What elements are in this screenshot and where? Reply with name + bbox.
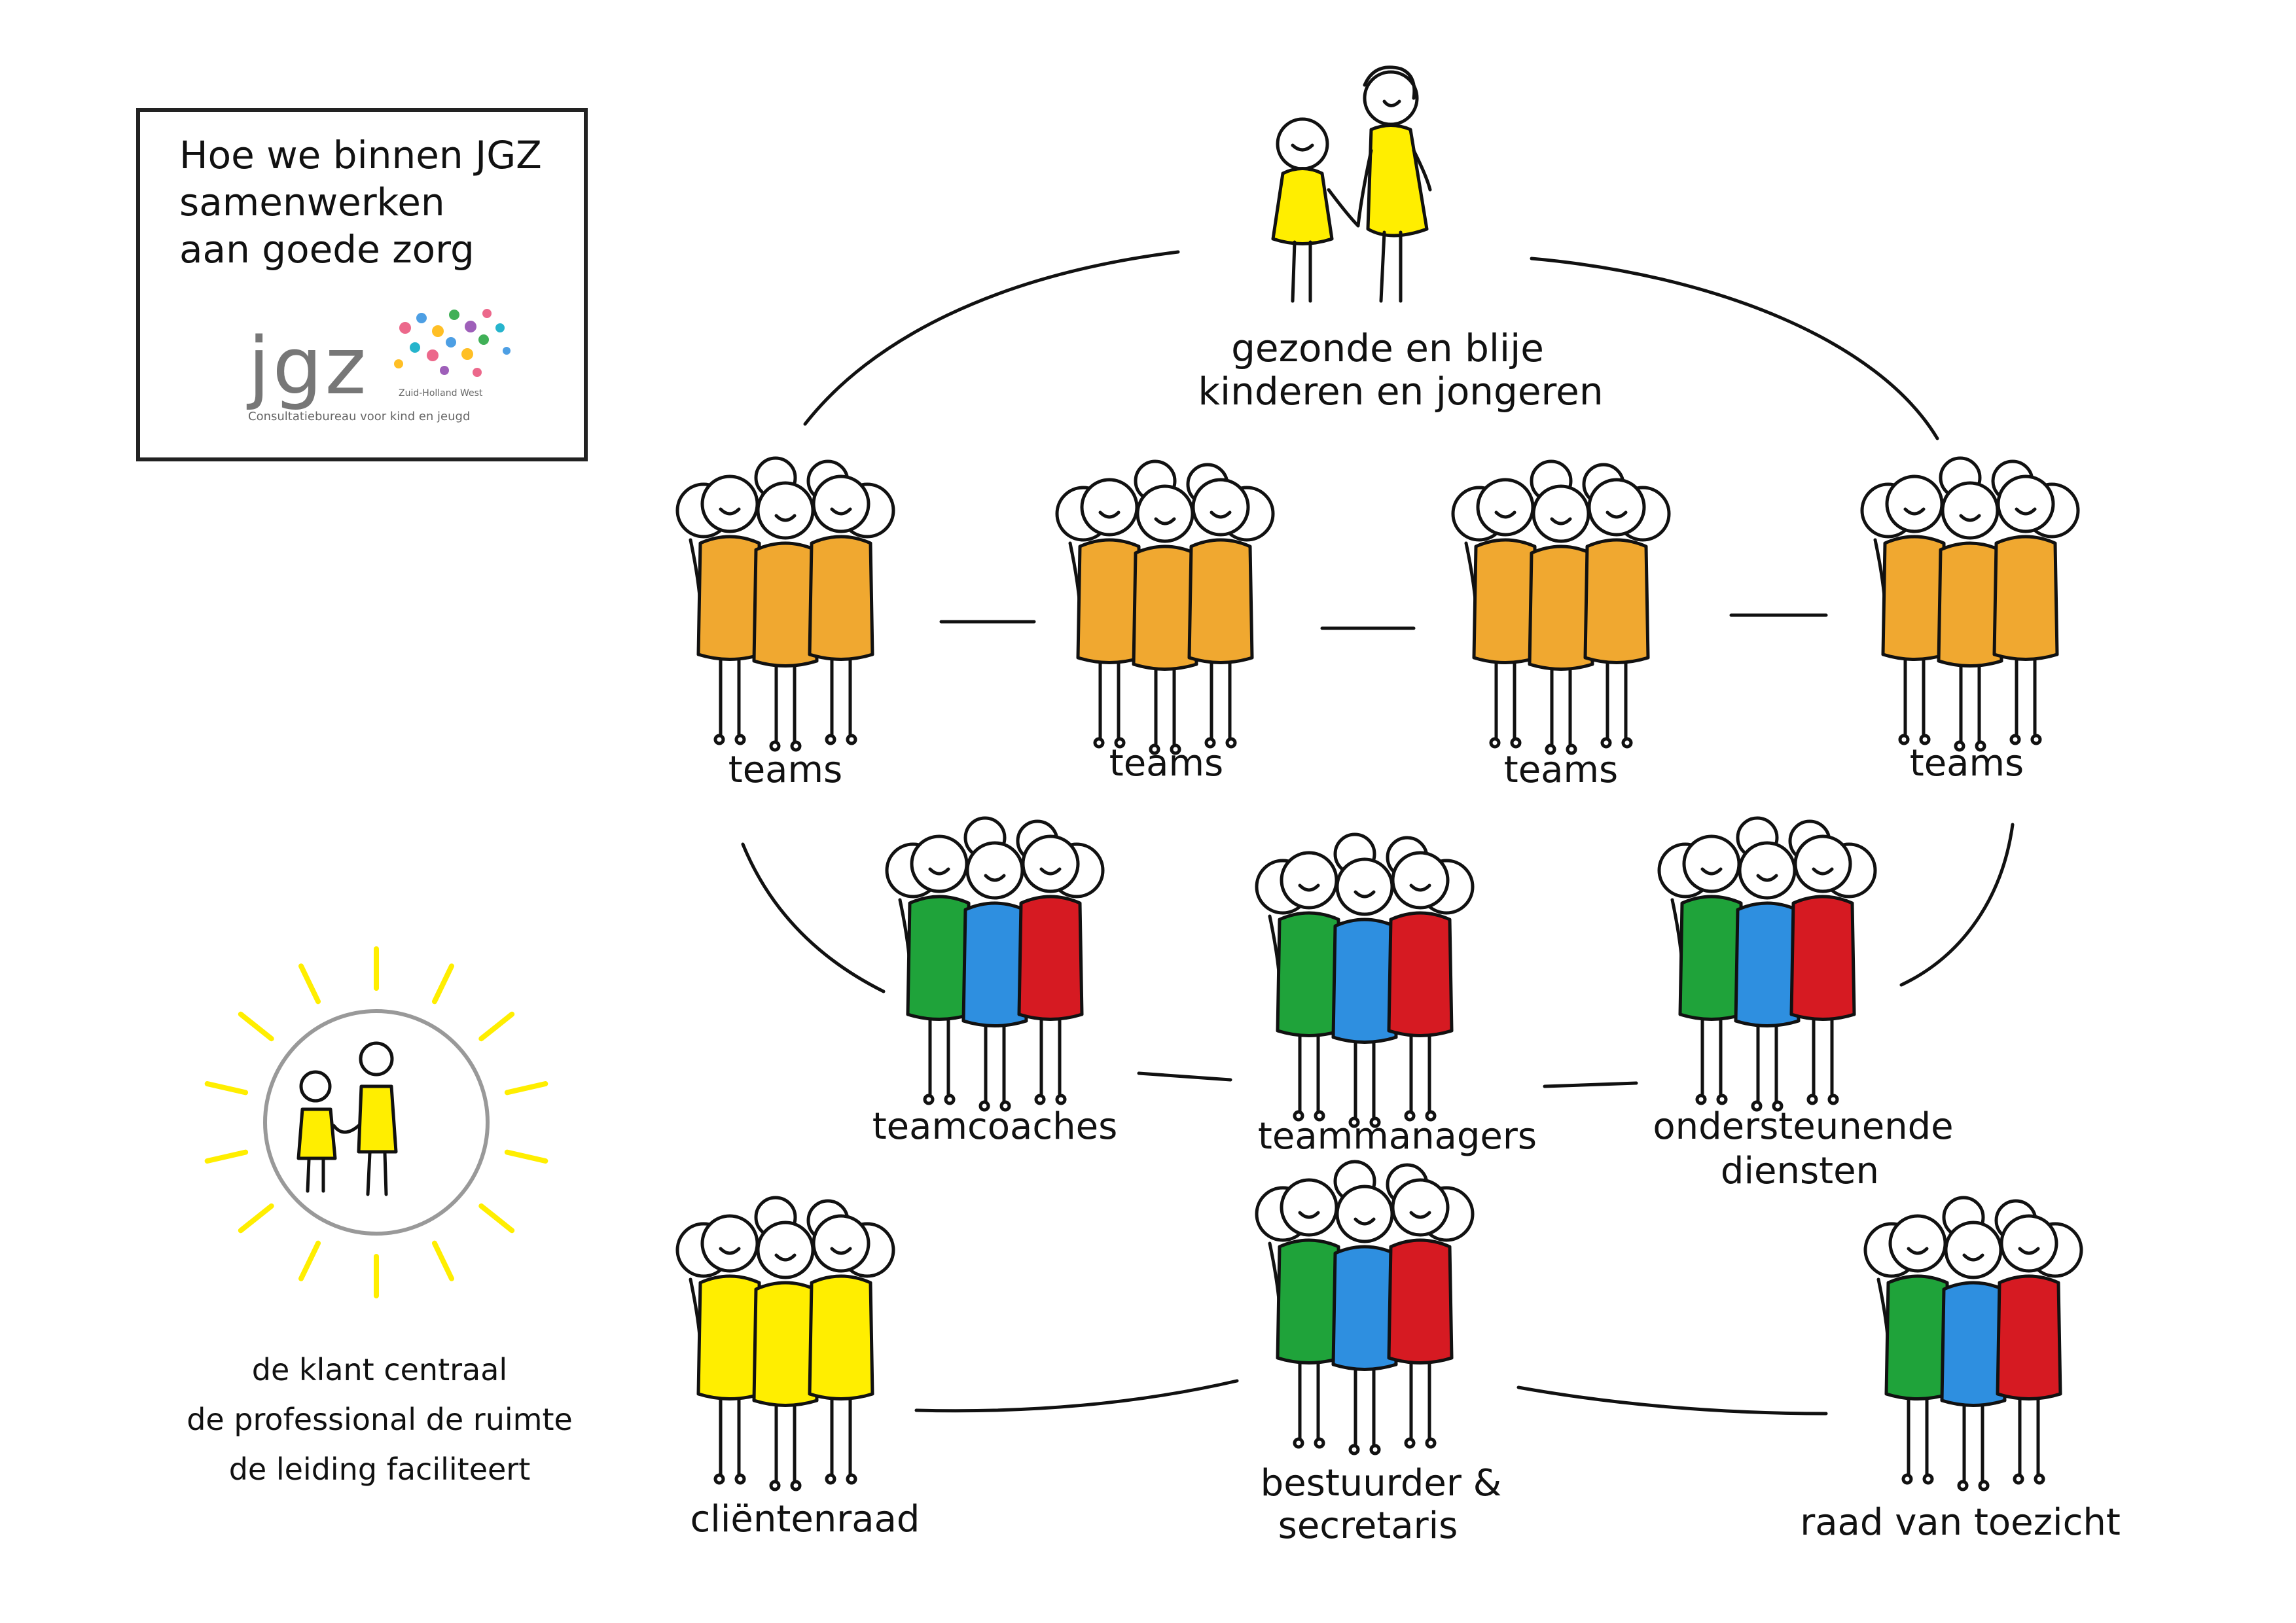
sun-ray	[238, 1203, 274, 1234]
title-line-3: aan goede zorg	[179, 227, 475, 272]
child-and-adult-figure	[1271, 65, 1432, 303]
sun-ray	[431, 1240, 454, 1281]
motto: de klant centraal de professional de rui…	[131, 1345, 628, 1494]
logo-region: Zuid-Holland West	[399, 388, 483, 399]
arc-mid-left	[741, 842, 886, 993]
top-label-line-2: kinderen en jongeren	[1198, 369, 1603, 414]
title-line-2: samenwerken	[179, 180, 445, 224]
label-ondersteunende-2: diensten	[1721, 1150, 1879, 1192]
group-teammanagers	[1255, 832, 1475, 1128]
sun-ray	[478, 1203, 515, 1234]
sun-ray	[204, 1149, 249, 1164]
group-raad	[1863, 1196, 2083, 1491]
group-clientenraad	[675, 1196, 895, 1491]
group-bestuurder	[1255, 1160, 1475, 1455]
sun-ray	[504, 1149, 548, 1164]
page-title: Hoe we binnen JGZ samenwerken aan goede …	[179, 132, 572, 273]
sun-ray	[298, 963, 321, 1005]
group-teams-4	[1860, 456, 2080, 752]
flower-icon	[394, 309, 511, 377]
arc-top-right	[1530, 257, 1939, 440]
sun-ray	[431, 963, 454, 1005]
group-teams-1	[675, 456, 895, 752]
label-raad: raad van toezicht	[1800, 1501, 2121, 1544]
group-teams-2	[1055, 459, 1275, 755]
sun-ray	[478, 1011, 515, 1042]
group-figures	[675, 456, 2083, 1491]
label-teammanagers: teammanagers	[1258, 1115, 1537, 1158]
sun-client-icon	[204, 946, 548, 1298]
jgz-logo: jgz Zuid-Holland West Consultatiebureau …	[248, 302, 536, 439]
label-clientenraad: cliëntenraad	[691, 1498, 920, 1541]
logo-mark: jgz	[248, 321, 369, 412]
motto-line-3: de leiding faciliteert	[228, 1452, 531, 1487]
connector-lines	[741, 250, 2015, 1416]
sun-ray	[298, 1240, 321, 1281]
line-coaches-managers	[1137, 1071, 1232, 1082]
motto-line-1: de klant centraal	[251, 1352, 508, 1387]
title-line-1: Hoe we binnen JGZ	[179, 133, 542, 177]
label-teams-3: teams	[1504, 749, 1618, 791]
logo-tagline: Consultatiebureau voor kind en jeugd	[248, 410, 471, 423]
arc-top-left	[803, 250, 1180, 426]
line-raad-bestuurder	[914, 1379, 1239, 1413]
sun-ray	[204, 1081, 249, 1096]
line-bestuurder-toezicht	[1516, 1385, 1828, 1416]
group-teams-3	[1451, 459, 1671, 755]
group-teamcoaches	[885, 816, 1105, 1112]
label-teams-1: teams	[728, 749, 842, 791]
sun-ray	[504, 1081, 548, 1096]
label-bestuurder-1: bestuurder &	[1261, 1462, 1502, 1505]
group-ondersteunende	[1657, 816, 1877, 1112]
arc-mid-right	[1899, 823, 2015, 987]
label-teamcoaches: teamcoaches	[872, 1105, 1118, 1148]
label-teams-4: teams	[1910, 742, 2024, 785]
label-ondersteunende-1: ondersteunende	[1653, 1105, 1953, 1148]
motto-line-2: de professional de ruimte	[187, 1402, 573, 1437]
label-bestuurder-2: secretaris	[1278, 1505, 1458, 1547]
title-card: Hoe we binnen JGZ samenwerken aan goede …	[136, 108, 588, 461]
line-managers-support	[1543, 1081, 1638, 1088]
sun-rays	[204, 946, 548, 1298]
label-teams-2: teams	[1109, 742, 1223, 785]
sun-ray	[238, 1011, 274, 1042]
top-label-line-1: gezonde en blije	[1231, 326, 1544, 370]
